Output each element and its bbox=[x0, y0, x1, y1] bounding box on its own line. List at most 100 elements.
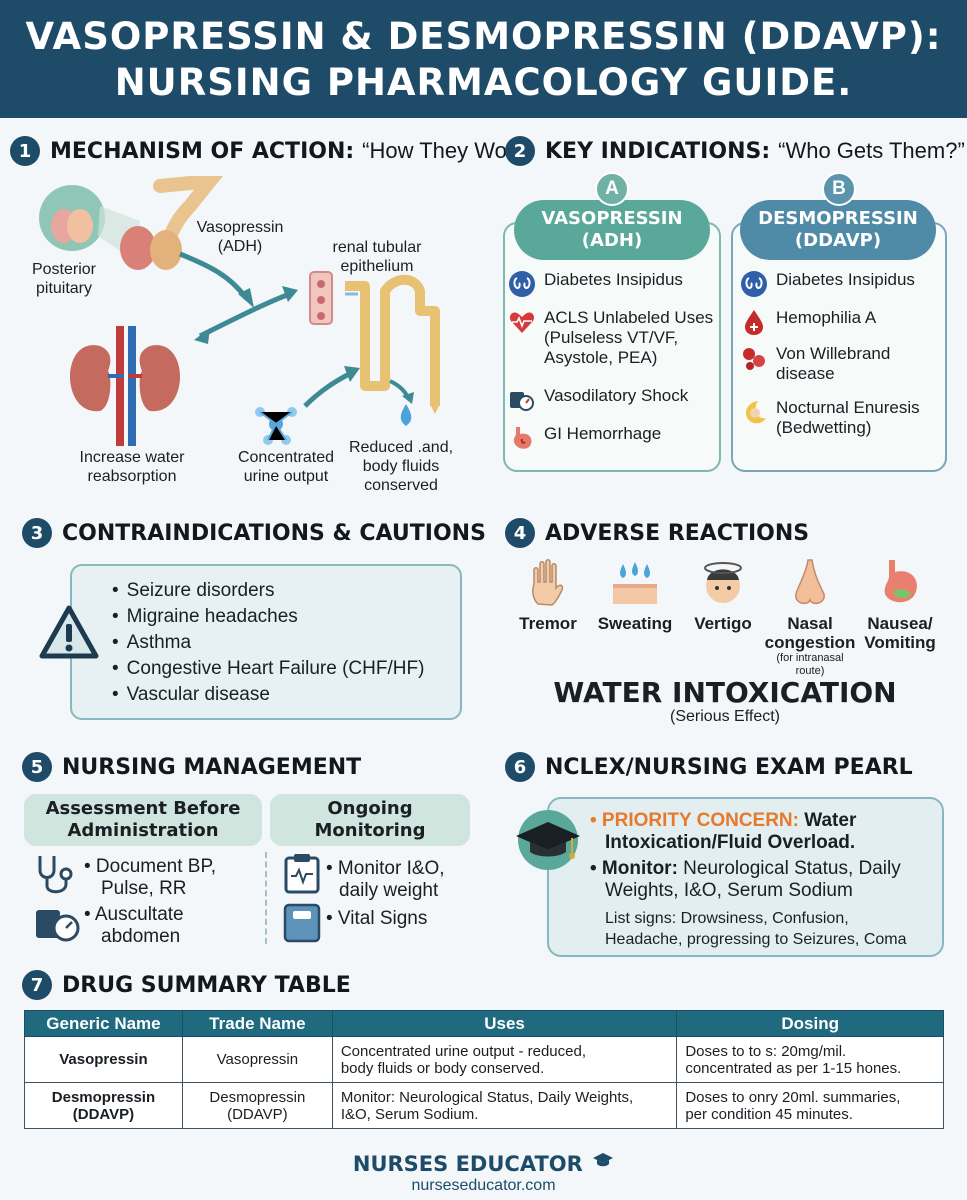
indication-hemophilia-a: Hemophilia A bbox=[740, 308, 876, 336]
section-title-text: DRUG SUMMARY TABLE bbox=[62, 972, 351, 998]
water-drop-icon bbox=[400, 404, 412, 426]
section-6-title: 6 NCLEX/NURSING EXAM PEARL bbox=[505, 752, 913, 782]
list-item: Congestive Heart Failure (CHF/HF) bbox=[112, 656, 425, 682]
adverse-sweating: Sweating bbox=[580, 558, 690, 633]
section-4-title: 4 ADVERSE REACTIONS bbox=[505, 518, 809, 548]
page-title-line-2: NURSING PHARMACOLOGY GUIDE. bbox=[114, 61, 853, 104]
assessment-item-bp: • Document BP,Pulse, RR bbox=[84, 856, 216, 899]
water-intoxication-title: WATER INTOXICATION bbox=[553, 676, 897, 709]
warning-icon bbox=[39, 605, 99, 659]
indication-diabetes-insipidus-b: Diabetes Insipidus bbox=[740, 270, 915, 298]
cell-generic: Vasopressin bbox=[24, 1036, 183, 1083]
indication-gi-hemorrhage: GI Hemorrhage bbox=[508, 424, 661, 452]
section-number: 1 bbox=[10, 136, 40, 166]
section-3-title: 3 CONTRAINDICATIONS & CAUTIONS bbox=[22, 518, 486, 548]
section-1-title: 1 MECHANISM OF ACTION: “How They Work” bbox=[10, 136, 533, 166]
section-number: 6 bbox=[505, 752, 535, 782]
adverse-tremor: Tremor bbox=[493, 558, 603, 633]
clipboard-icon bbox=[284, 854, 320, 894]
indication-vasodilatory-shock: Vasodilatory Shock bbox=[508, 386, 688, 414]
column-header: Dosing bbox=[676, 1010, 944, 1037]
monitor-pearl: • Monitor: Neurological Status, Daily We… bbox=[590, 858, 901, 901]
kidney-icon bbox=[70, 345, 111, 412]
cell-dosing: Doses to to s: 20mg/mil.concentrated as … bbox=[676, 1036, 944, 1083]
brand-url[interactable]: nurseseducator.com bbox=[411, 1177, 556, 1194]
cell-trade: Vasopressin bbox=[181, 1036, 333, 1083]
list-item: Vascular disease bbox=[112, 682, 424, 708]
indication-nocturnal-enuresis: Nocturnal Enuresis(Bedwetting) bbox=[740, 398, 920, 438]
kidney-badge-icon bbox=[741, 271, 767, 297]
table-header-row: Generic Name Trade Name Uses Dosing bbox=[24, 1010, 944, 1037]
graduation-cap-logo-icon bbox=[593, 1153, 614, 1167]
label-vasopressin-adh: Vasopressin(ADH) bbox=[196, 219, 284, 255]
table-row: Vasopressin Vasopressin Concentrated uri… bbox=[24, 1036, 944, 1083]
indication-acls: ACLS Unlabeled Uses(Pulseless VT/VF,Asys… bbox=[508, 308, 713, 368]
heart-ecg-icon bbox=[509, 312, 535, 333]
list-item: Seizure disorders bbox=[112, 578, 424, 604]
monitoring-item-vitals: • Vital Signs bbox=[326, 908, 428, 929]
moon-sleep-icon bbox=[746, 401, 766, 424]
desmopressin-indications-box bbox=[731, 222, 947, 472]
cell-generic: Desmopressin(DDAVP) bbox=[24, 1082, 183, 1129]
bp-monitor-icon bbox=[510, 392, 534, 411]
brand-name: NURSES EDUCATOR bbox=[0, 1152, 967, 1176]
badge-b: B bbox=[822, 172, 856, 206]
water-intoxication-subtitle: (Serious Effect) bbox=[670, 708, 780, 725]
cell-uses: Monitor: Neurological Status, Daily Weig… bbox=[331, 1082, 678, 1129]
hand-icon bbox=[532, 559, 564, 606]
section-number: 5 bbox=[22, 752, 52, 782]
bp-cuff-icon bbox=[36, 910, 80, 942]
stethoscope-icon bbox=[38, 856, 73, 894]
section-title-text: NURSING MANAGEMENT bbox=[62, 754, 362, 780]
table-row: Desmopressin(DDAVP) Desmopressin(DDAVP) … bbox=[24, 1082, 944, 1129]
nephron-tubule-icon bbox=[345, 274, 440, 406]
badge-a: A bbox=[595, 172, 629, 206]
cell-dosing: Doses to onry 20ml. summaries,per condit… bbox=[676, 1082, 944, 1129]
scale-icon bbox=[283, 903, 321, 943]
graduation-cap-icon bbox=[516, 810, 580, 870]
section-title-text: CONTRAINDICATIONS & CAUTIONS bbox=[62, 520, 486, 546]
dizzy-head-icon bbox=[704, 562, 742, 603]
mechanism-diagram bbox=[39, 176, 440, 446]
column-divider bbox=[265, 852, 267, 944]
exam-pearl-box bbox=[547, 797, 944, 957]
cell-trade: Desmopressin(DDAVP) bbox=[181, 1082, 333, 1129]
section-5-title: 5 NURSING MANAGEMENT bbox=[22, 752, 361, 782]
column-header: Trade Name bbox=[181, 1010, 333, 1037]
vasopressin-pill: VASOPRESSIN(ADH) bbox=[514, 200, 710, 260]
kidney-badge-icon bbox=[509, 271, 535, 297]
cell-uses: Concentrated urine output - reduced,body… bbox=[331, 1036, 678, 1083]
page-header: VASOPRESSIN & DESMOPRESSIN (DDAVP): NURS… bbox=[0, 0, 967, 118]
stomach-icon bbox=[513, 427, 532, 449]
section-number: 4 bbox=[505, 518, 535, 548]
section-7-title: 7 DRUG SUMMARY TABLE bbox=[22, 970, 351, 1000]
drug-summary-table: Generic Name Trade Name Uses Dosing Vaso… bbox=[24, 1010, 944, 1129]
section-subtitle: “Who Gets Them?” bbox=[778, 138, 965, 163]
skin-sweat-icon bbox=[613, 562, 657, 604]
column-header: Uses bbox=[331, 1010, 678, 1037]
adverse-nausea-vomiting: Nausea/ Vomiting bbox=[845, 558, 955, 652]
monitoring-item-io: • Monitor I&O,daily weight bbox=[326, 858, 445, 901]
section-title-text: ADVERSE REACTIONS bbox=[545, 520, 810, 546]
section-number: 3 bbox=[22, 518, 52, 548]
column-header: Generic Name bbox=[24, 1010, 183, 1037]
section-title-text: NCLEX/NURSING EXAM PEARL bbox=[545, 754, 913, 780]
blood-cells-icon bbox=[743, 348, 765, 370]
section-subtitle: “How They Work” bbox=[362, 138, 533, 163]
page-title-line-1: VASOPRESSIN & DESMOPRESSIN (DDAVP): bbox=[25, 15, 942, 58]
signs-pearl: List signs: Drowsiness, Confusion, Heada… bbox=[605, 910, 907, 948]
blood-drop-icon bbox=[745, 310, 763, 335]
stomach-nausea-icon bbox=[884, 560, 917, 603]
section-number: 2 bbox=[505, 136, 535, 166]
list-item: Migraine headaches bbox=[112, 604, 424, 630]
adverse-nasal-congestion: Nasal congestion (for intranasal route) bbox=[755, 558, 865, 678]
section-number: 7 bbox=[22, 970, 52, 1000]
